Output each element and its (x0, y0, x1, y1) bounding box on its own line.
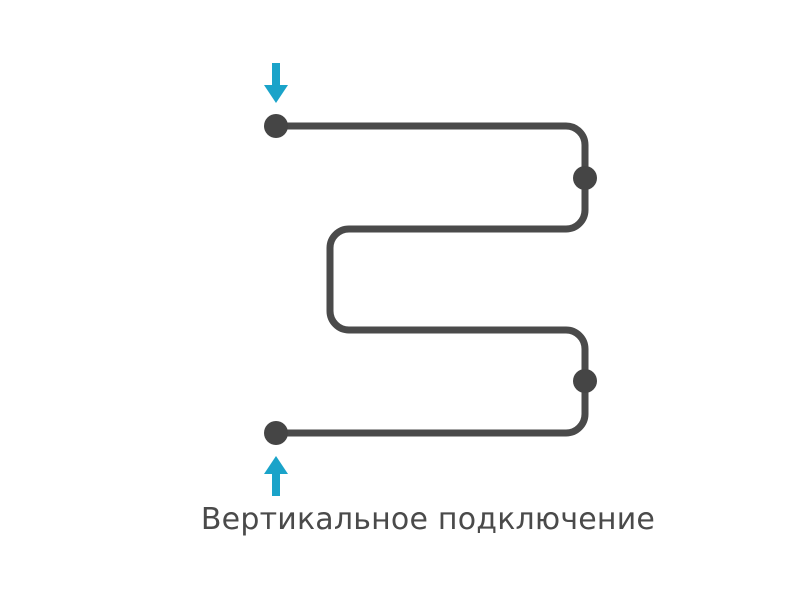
serpentine-pipe (272, 122, 589, 437)
bottom-outlet-node (264, 421, 288, 445)
diagram-caption: Вертикальное подключение (200, 502, 656, 537)
top-inlet-node (264, 114, 288, 138)
lower-right-node (573, 369, 597, 393)
down-arrow-icon (264, 63, 288, 103)
up-arrow-icon (264, 456, 288, 496)
upper-right-node (573, 166, 597, 190)
